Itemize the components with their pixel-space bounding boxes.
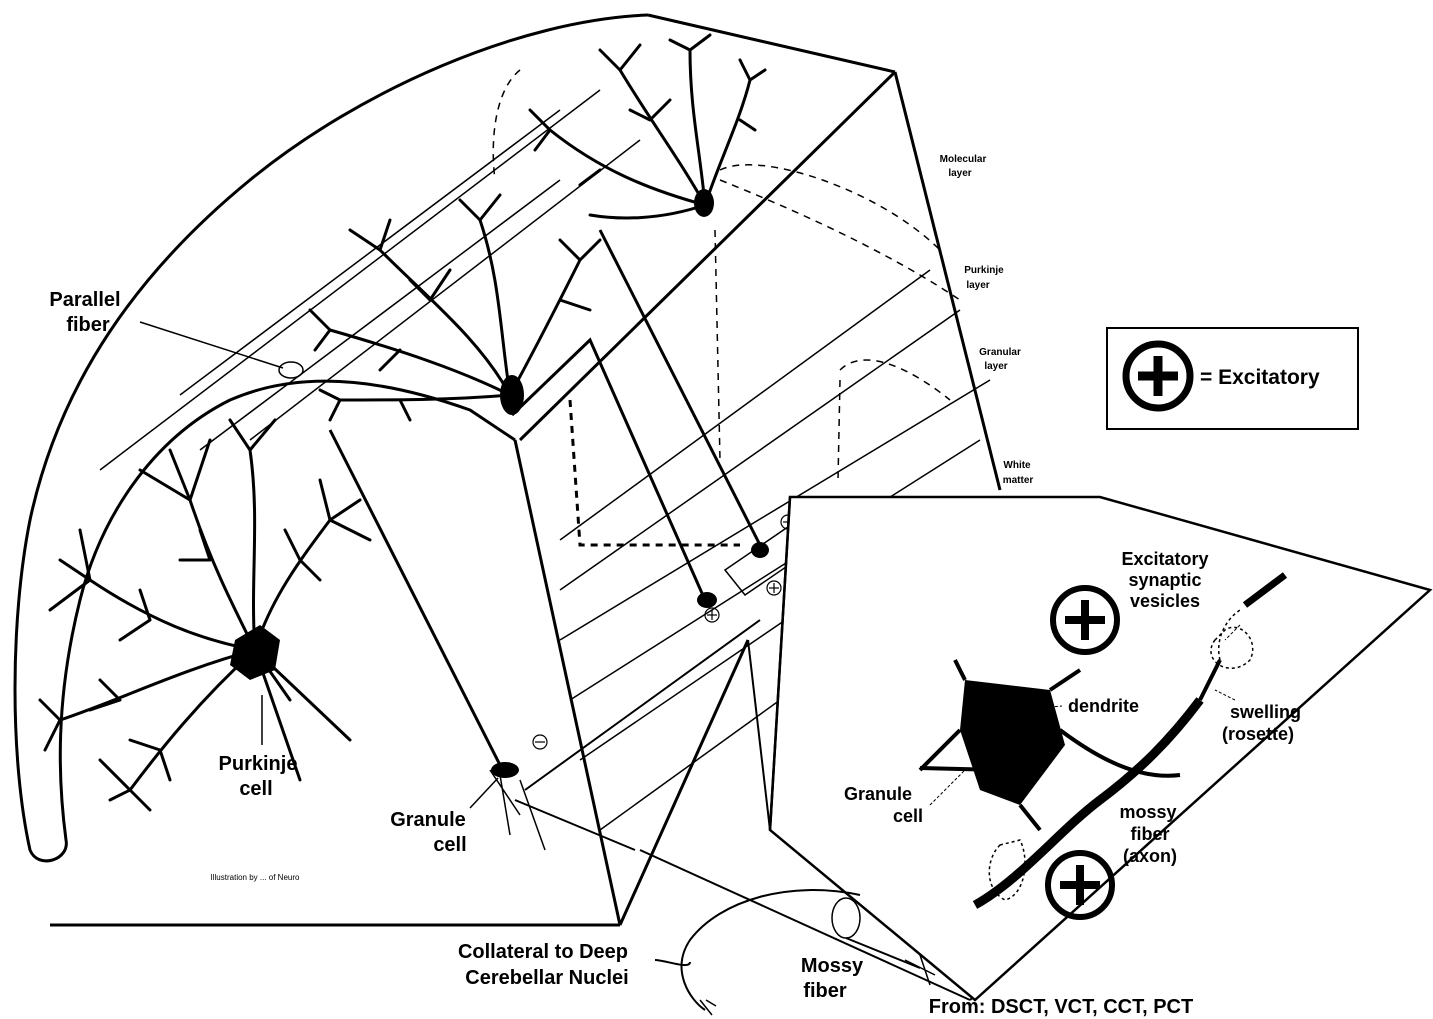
inset-mossy-line3: (axon) (1123, 846, 1177, 866)
collateral-line1: Collateral to Deep (458, 941, 628, 963)
inset-mossy-line1: mossy (1119, 802, 1176, 822)
granular-layer-line2: layer (984, 361, 1007, 372)
inset-vesicles-line2: synaptic (1128, 570, 1201, 590)
purkinje-layer-line2: layer (966, 280, 989, 291)
inset-granule-line1: Granule (844, 784, 912, 804)
granule-cells-front (490, 542, 769, 850)
inset-granule-line2: cell (893, 806, 923, 826)
purkinje-cell-left (40, 420, 370, 810)
inset-dendrite-label: dendrite (1068, 696, 1139, 716)
purkinje-cell-top (530, 35, 765, 218)
purkinje-axons (330, 230, 760, 765)
inset-vesicles-line1: Excitatory (1121, 549, 1208, 569)
purkinje-layer-line1: Purkinje (964, 265, 1004, 276)
legend-text: = Excitatory (1200, 366, 1320, 389)
collateral-line2: Cerebellar Nuclei (465, 967, 628, 989)
parallel-fiber-line1: Parallel (49, 289, 120, 311)
inset-vesicles-line3: vesicles (1130, 591, 1200, 611)
mossy-fiber-line1: Mossy (801, 955, 864, 977)
granule-cell-line1: Granule (390, 809, 466, 831)
credit-text: Illustration by ... of Neuro (211, 873, 300, 882)
inset-swelling-line1: swelling (1230, 702, 1301, 722)
white-matter-line1: White (1003, 460, 1031, 471)
parallel-fiber-ring (279, 362, 303, 378)
inset-panel (770, 497, 1430, 1000)
molecular-layer-line2: layer (948, 168, 971, 179)
granular-layer-line1: Granular (979, 347, 1021, 358)
inset-mossy-line2: fiber (1130, 824, 1169, 844)
inset-swelling-line2: (rosette) (1222, 724, 1294, 744)
purkinje-cell-middle (310, 195, 600, 420)
white-matter-line2: matter (1003, 475, 1034, 486)
legend-box: = Excitatory (1107, 328, 1358, 429)
mossy-fiber-line2: fiber (803, 980, 847, 1002)
molecular-layer-line1: Molecular (940, 154, 987, 165)
purkinje-cell-line2: cell (239, 778, 272, 800)
granule-cell-line2: cell (433, 834, 466, 856)
parallel-fiber-line2: fiber (66, 314, 110, 336)
purkinje-cell-line1: Purkinje (219, 753, 298, 775)
from-tracts-label: From: DSCT, VCT, CCT, PCT (929, 996, 1193, 1018)
purkinje-soma-top (694, 189, 714, 217)
granule-pointer (470, 778, 498, 808)
parallel-fiber-pointer (140, 322, 283, 368)
purkinje-soma-left (230, 625, 280, 680)
